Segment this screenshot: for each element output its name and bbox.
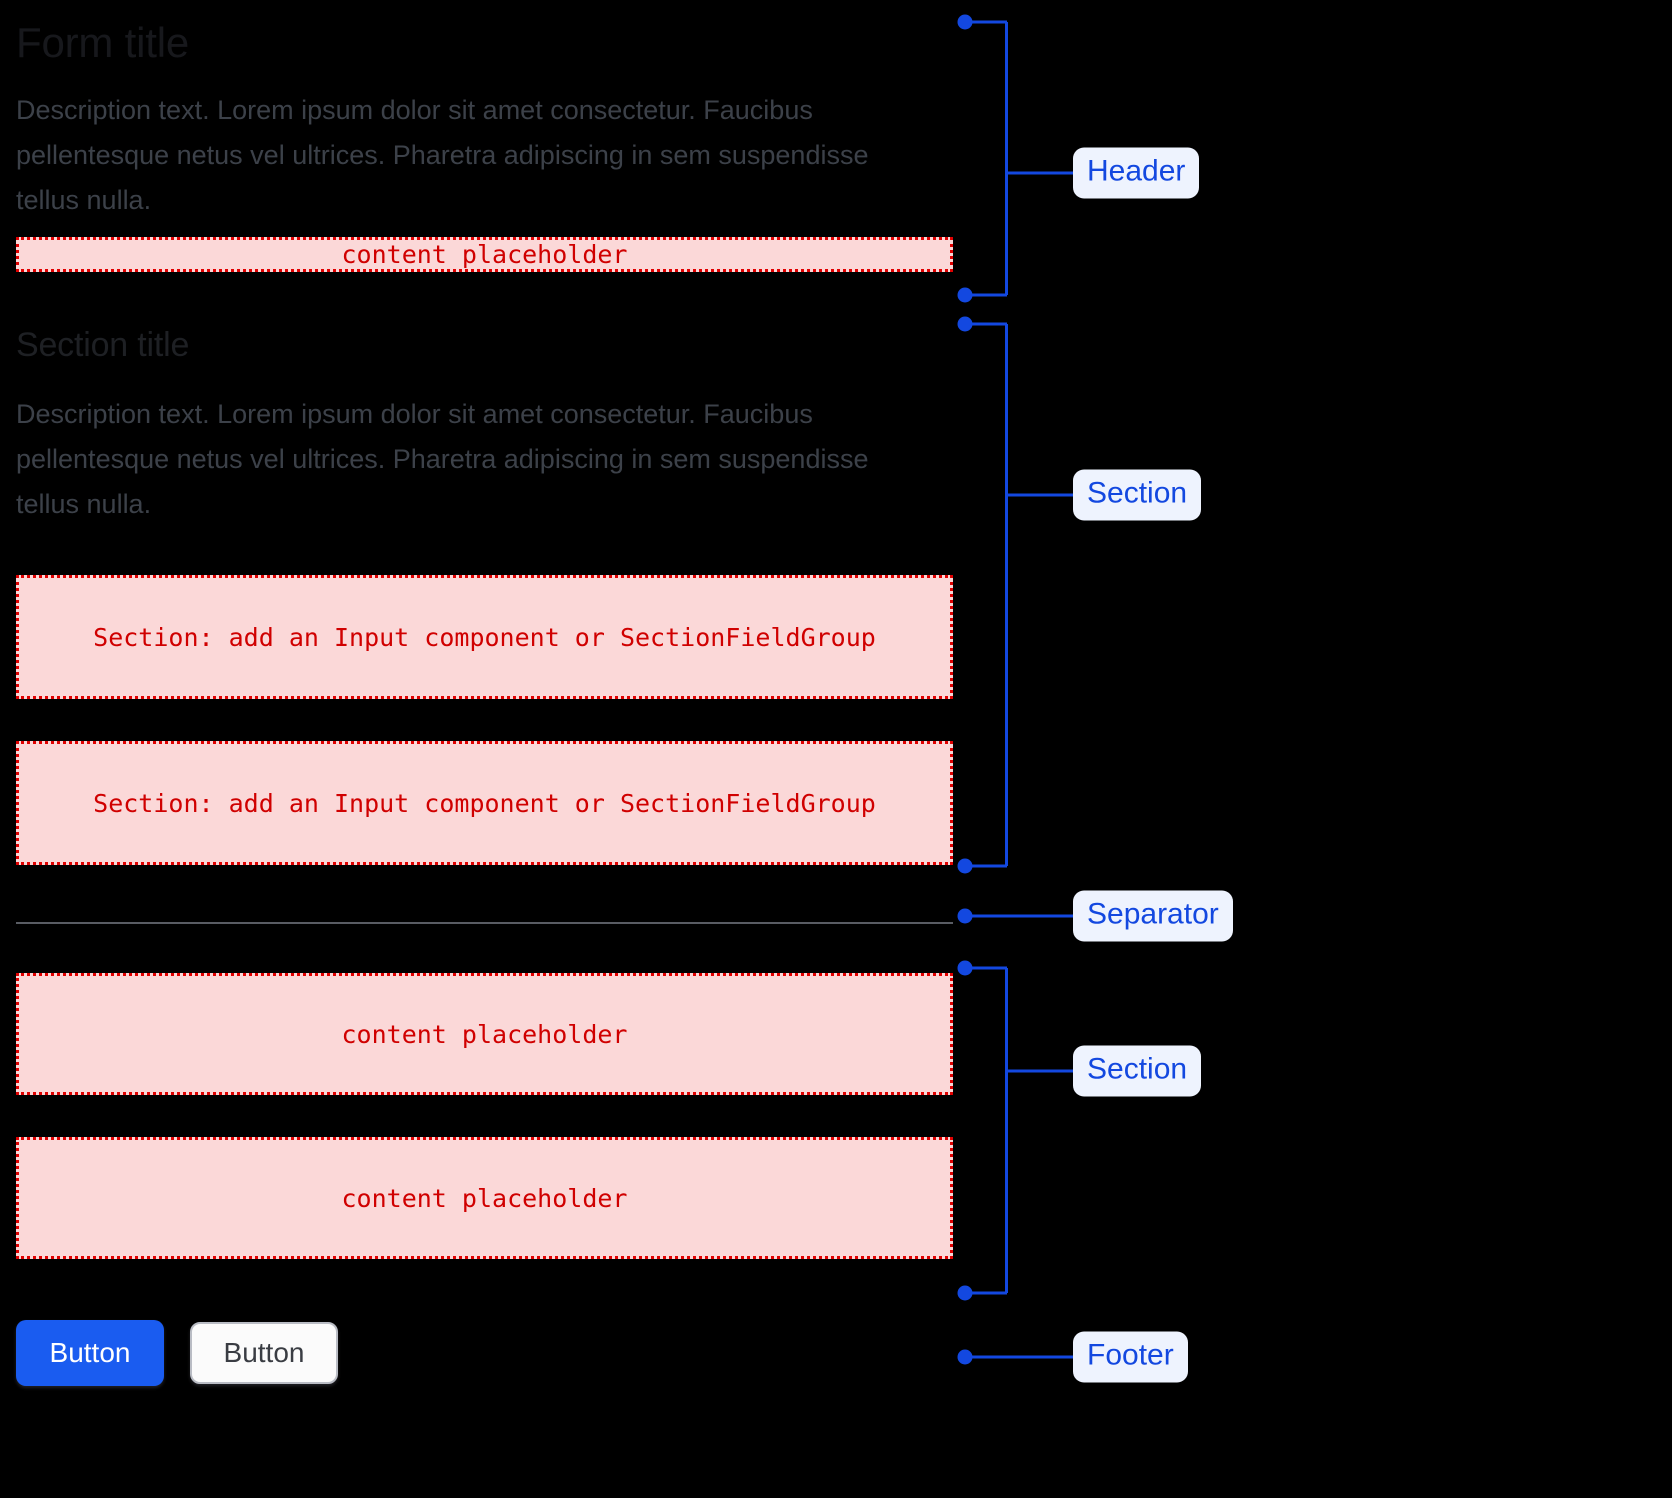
annotation-stub-section-lower-top — [965, 966, 1007, 970]
annotation-stub-header-bottom — [965, 293, 1007, 297]
section-field-placeholder-2[interactable]: Section: add an Input component or Secti… — [16, 741, 953, 865]
section-field-placeholder-1[interactable]: Section: add an Input component or Secti… — [16, 575, 953, 699]
annotation-connector-separator — [965, 914, 1077, 918]
section-two-placeholder-2[interactable]: content placeholder — [16, 1137, 953, 1259]
annotation-label-section-upper[interactable]: Section — [1073, 469, 1202, 521]
form-footer: Button Button — [16, 1320, 953, 1386]
annotation-label-footer[interactable]: Footer — [1073, 1331, 1188, 1383]
annotation-bracket-section-lower — [1005, 968, 1008, 1293]
section-one-description: Description text. Lorem ipsum dolor sit … — [16, 399, 869, 519]
form-separator — [16, 922, 953, 924]
annotation-label-separator[interactable]: Separator — [1073, 890, 1233, 942]
annotation-stub-header-top — [965, 20, 1007, 24]
page-title: Form title — [16, 19, 190, 66]
annotation-stub-section-upper-top — [965, 322, 1007, 326]
annotation-connector-section-lower — [1005, 1069, 1075, 1073]
annotation-label-section-lower[interactable]: Section — [1073, 1045, 1202, 1097]
form-section-one: Section title Description text. Lorem ip… — [16, 328, 953, 865]
annotation-stub-section-upper-bottom — [965, 864, 1007, 868]
form-header-description: Description text. Lorem ipsum dolor sit … — [16, 95, 869, 215]
annotation-bracket-header — [1005, 22, 1008, 295]
annotation-label-header[interactable]: Header — [1073, 147, 1200, 199]
secondary-button[interactable]: Button — [190, 1322, 338, 1384]
primary-button[interactable]: Button — [16, 1320, 164, 1386]
section-one-title: Section title — [16, 326, 190, 364]
annotation-connector-footer — [965, 1355, 1077, 1359]
annotation-connector-header — [1005, 171, 1075, 175]
annotation-connector-section-upper — [1005, 493, 1075, 497]
form-column: Form title Description text. Lorem ipsum… — [16, 0, 953, 1386]
annotation-bracket-section-upper — [1005, 324, 1008, 866]
section-two-placeholder-1[interactable]: content placeholder — [16, 973, 953, 1095]
header-content-placeholder[interactable]: content placeholder — [16, 237, 953, 272]
form-header: Form title Description text. Lorem ipsum… — [16, 0, 953, 272]
annotation-stub-section-lower-bottom — [965, 1291, 1007, 1295]
form-section-two: content placeholder content placeholder — [16, 973, 953, 1259]
